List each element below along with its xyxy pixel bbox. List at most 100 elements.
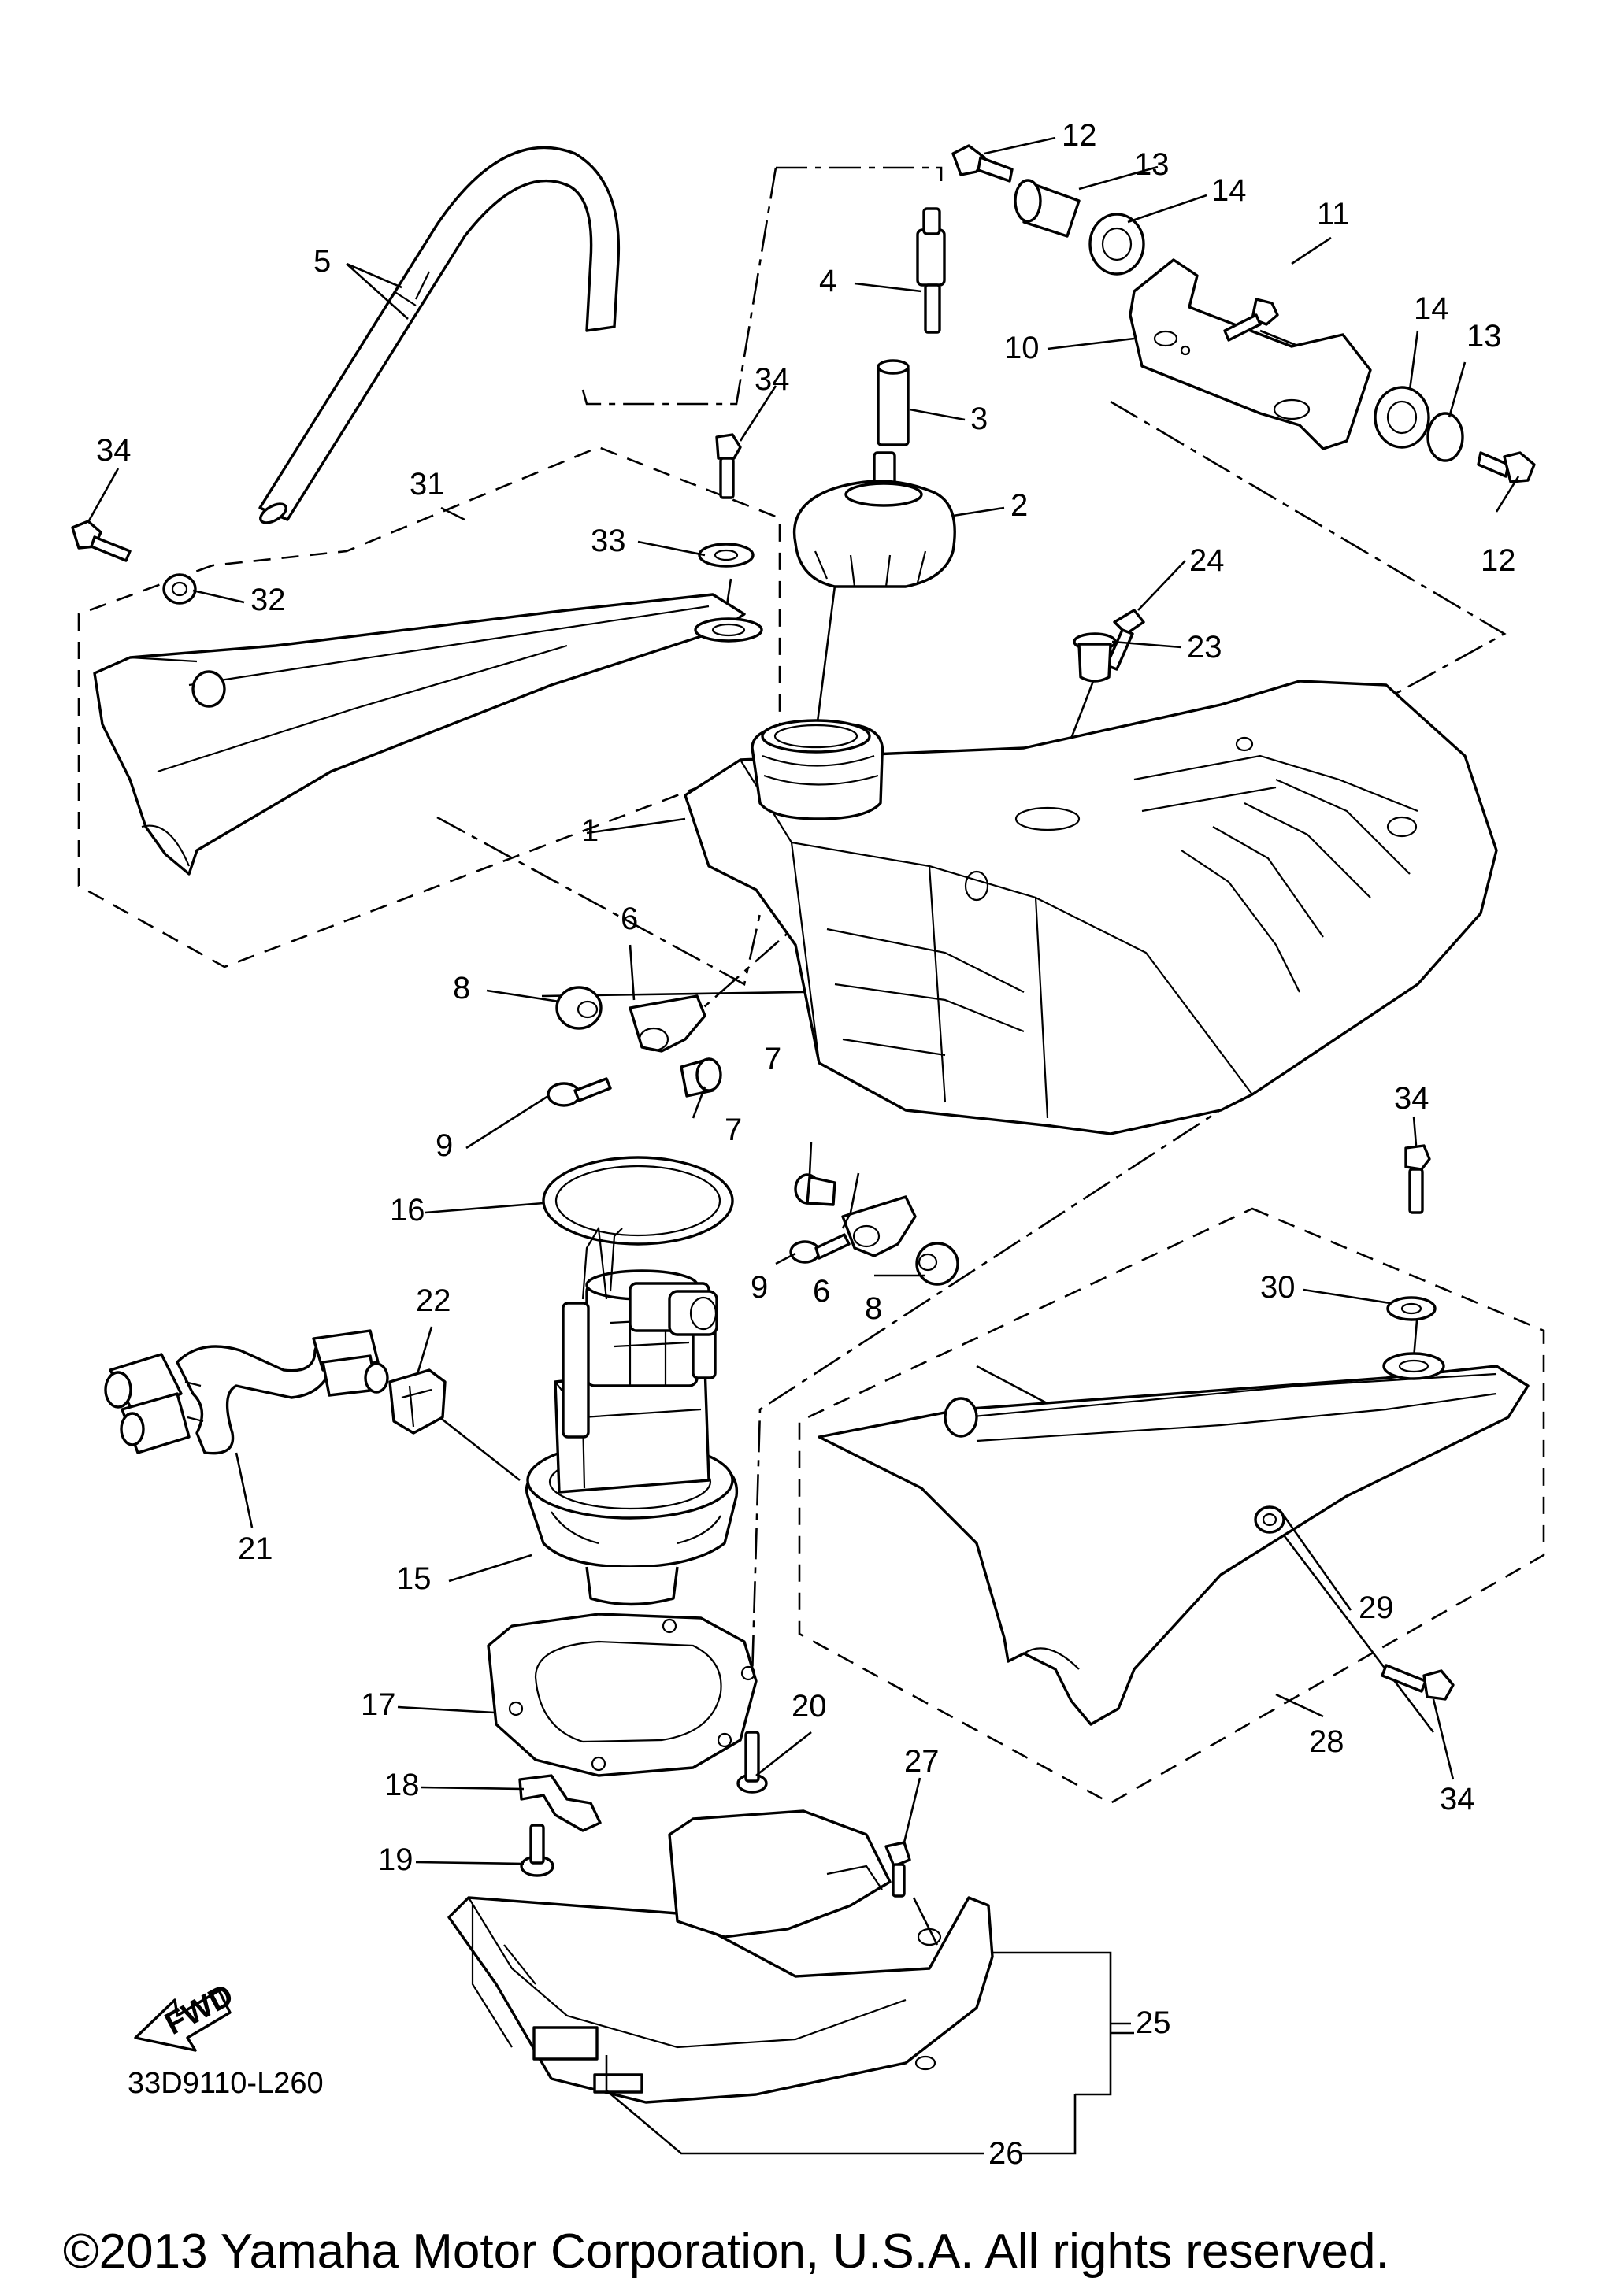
breather-hose [258,146,621,524]
bracket-chain-line [1110,400,1507,722]
callout: 9 [436,1128,453,1163]
callout: 22 [416,1283,451,1318]
callout: 17 [361,1687,396,1722]
callout: 9 [751,1270,768,1305]
fuel-pump [525,1225,739,1606]
drawing-code: 33D9110-L260 [128,2067,324,2100]
callout: 5 [313,244,331,279]
right-cover-group-box [798,1207,1545,1805]
bolt-upper [951,144,1014,183]
callout: 34 [1394,1081,1429,1116]
screw-24 [1105,609,1145,671]
collar-lower [1426,412,1464,462]
bottom-guard [447,1809,994,2104]
screw-9-left [547,1077,612,1107]
callout: 26 [988,2136,1024,2171]
forward-arrow-icon: FWD [134,1977,239,2052]
callout: 31 [410,467,445,502]
rivet-27 [884,1841,911,1898]
breather-joint [916,207,946,334]
callout: 7 [764,1042,781,1076]
callout: 15 [396,1561,432,1596]
right-side-cover [818,1365,1530,1726]
callout: 14 [1211,173,1247,208]
callout: 2 [1010,488,1028,523]
callout: 14 [1414,291,1449,326]
callout: 8 [453,971,470,1005]
breather-hose-chain-line [581,166,943,406]
damper-upper [1088,213,1145,276]
screw-9-right [789,1233,851,1264]
callout: 1 [581,813,599,848]
pump-gasket-ring [542,1156,734,1246]
callout: 18 [384,1768,420,1802]
fuel-cap [792,451,956,588]
bolt-34-left [71,520,132,562]
left-cover-grommet [694,617,763,643]
callout: 32 [250,583,286,617]
callout: 3 [970,402,988,436]
callout: 30 [1260,1270,1296,1305]
right-cover-grommet [1382,1352,1445,1380]
bolt-34-right [1404,1144,1431,1214]
callout: 34 [1440,1782,1475,1816]
callout: 23 [1187,630,1222,665]
connector-clip [388,1368,447,1435]
callout: 19 [378,1842,413,1877]
tank-mount-chain-line [436,816,762,986]
guard-bolt-centre-line [912,1897,939,1946]
callout: 10 [1004,331,1040,365]
callout: 13 [1134,147,1170,182]
fuel-tank [684,680,1498,1135]
callout: 12 [1062,118,1097,153]
bolt-bracket [1223,298,1279,342]
collar-upper [1014,179,1081,238]
grommet-23 [1073,632,1117,683]
callout: 24 [1189,543,1225,578]
callout: 25 [1136,2005,1171,2040]
callout: 28 [1309,1724,1344,1759]
pump-plate-gasket [487,1613,758,1777]
callout: 8 [865,1291,882,1326]
callout: 33 [591,524,626,558]
leader-lines [87,136,1520,2155]
collar-32 [162,573,197,605]
callout: 12 [1481,543,1516,578]
tank-bracket [1129,258,1372,450]
callout: 34 [96,433,132,468]
bolt-20 [736,1731,768,1794]
grommet-33 [698,543,755,568]
damper-8-left [555,986,603,1030]
callout: 7 [725,1113,742,1147]
damper-lower [1374,386,1430,449]
left-side-cover [93,593,746,876]
bracket-18 [518,1774,602,1832]
callout: 16 [390,1193,425,1228]
callout: 34 [755,362,790,397]
bolt-34-lower [1381,1664,1455,1701]
bolt-lower [1477,451,1536,483]
callout: 4 [819,264,836,298]
callout: 29 [1359,1591,1394,1625]
callout: 21 [238,1531,273,1566]
fuel-hose-assembly [104,1329,389,1455]
callout: 13 [1467,319,1502,354]
mount-clip-right [841,1195,917,1257]
bolt-19 [520,1824,554,1877]
collar-29 [1254,1505,1285,1534]
collar-7-right [794,1173,836,1206]
callout: 27 [904,1744,940,1779]
right-cover-chain-line [751,1093,1245,1678]
callout: 6 [813,1274,830,1309]
damper-8-right [915,1242,959,1286]
collar-7-left [680,1057,722,1098]
bolt-34-top [715,433,742,499]
grommet-30 [1386,1296,1437,1321]
copyright-notice: ©2013 Yamaha Motor Corporation, U.S.A. A… [63,2224,1389,2279]
breather-pipe [877,359,910,446]
callout-labels: 1 2 3 4 5 6 6 7 7 8 8 9 9 10 11 12 12 13… [96,118,1516,2171]
callout: 20 [792,1689,827,1724]
callout: 11 [1317,197,1350,231]
callout: 6 [621,902,638,936]
